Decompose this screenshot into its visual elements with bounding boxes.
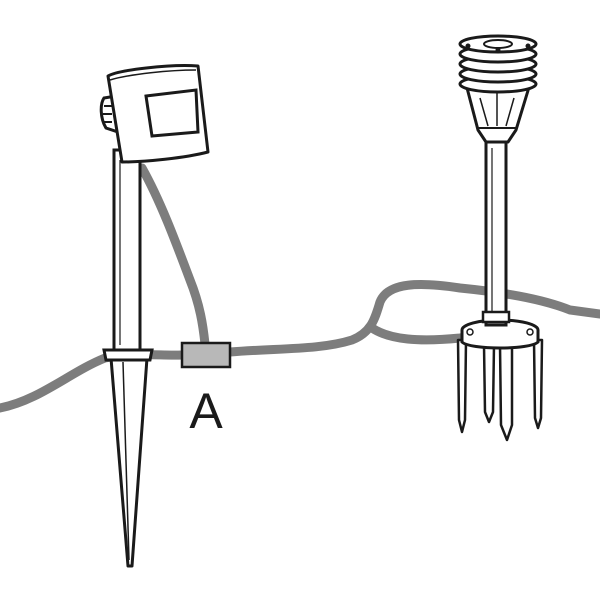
ground-cable bbox=[0, 350, 187, 413]
spotlight-assembly bbox=[99, 64, 210, 568]
sensor-pole bbox=[484, 138, 508, 327]
sensor-prong bbox=[498, 343, 514, 442]
lamp-lens bbox=[144, 88, 200, 138]
lamp-cable bbox=[137, 163, 210, 349]
connector-label: A bbox=[189, 383, 223, 439]
sensor-prong bbox=[532, 338, 544, 430]
radiation-shield bbox=[458, 34, 538, 94]
ground-stake bbox=[109, 356, 149, 568]
sensor-prong bbox=[482, 343, 496, 424]
lamp-pole bbox=[112, 148, 142, 352]
ground-cable-right bbox=[225, 280, 600, 357]
sensor-prong bbox=[456, 338, 468, 434]
connector-a bbox=[180, 341, 232, 369]
weather-sensor-assembly bbox=[456, 34, 544, 442]
